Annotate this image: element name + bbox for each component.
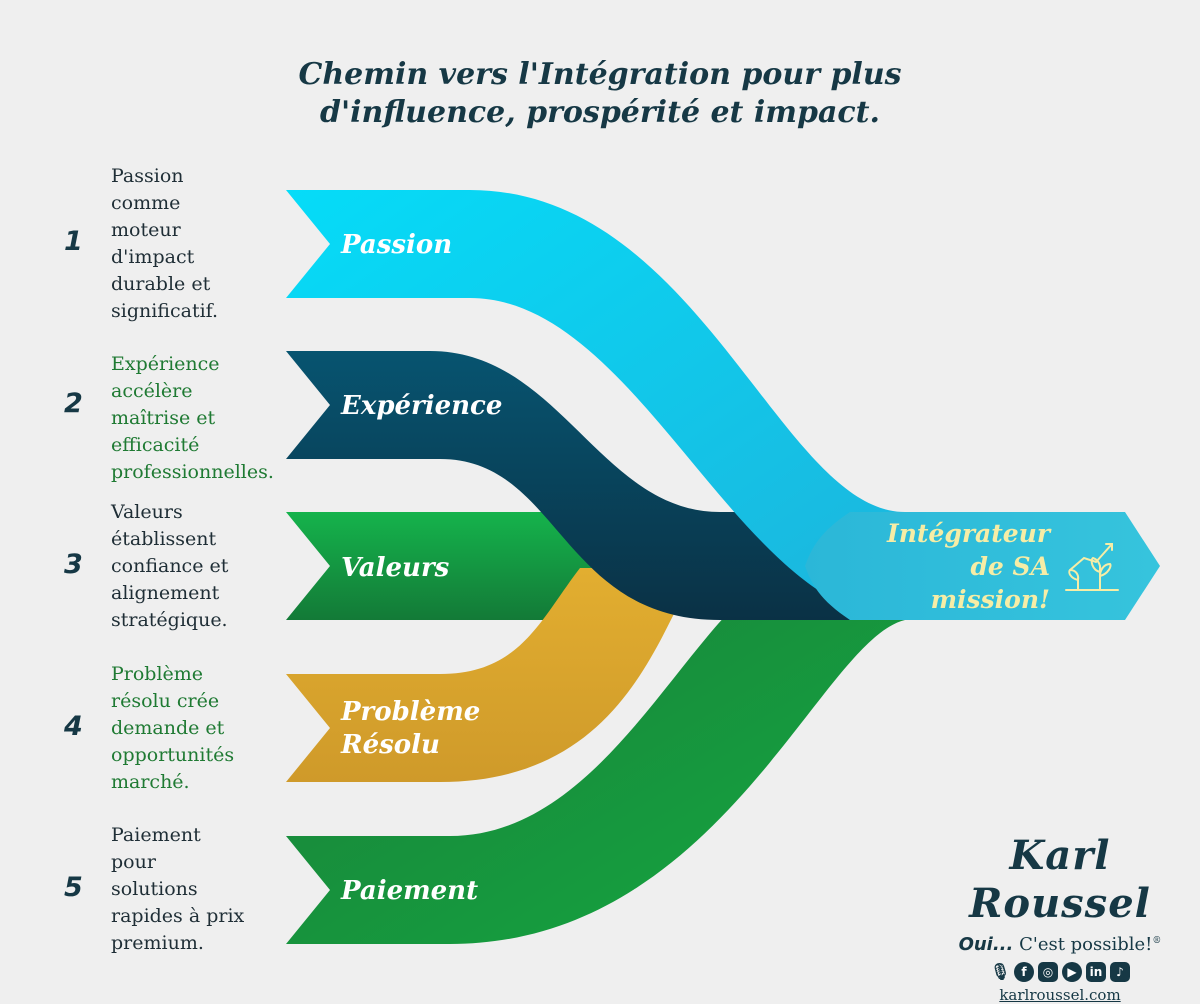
title-line-1: Chemin vers l'Intégration pour plus: [298, 57, 902, 92]
growth-plant-icon: [1065, 543, 1119, 591]
tiktok-icon[interactable]: ♪: [1110, 962, 1130, 982]
experience-band: [286, 351, 860, 620]
brand-logo: Karl Roussel: [969, 832, 1151, 927]
paiement-band: [286, 566, 905, 944]
band-label-valeurs: Valeurs: [341, 553, 450, 583]
passion-band: [286, 190, 905, 620]
goal-label-line3: mission!: [931, 585, 1050, 614]
website-link[interactable]: karlroussel.com: [999, 986, 1121, 1004]
goal-label-line2: de SA: [970, 552, 1050, 581]
band-label-probleme-line1: Problème: [340, 697, 480, 727]
step-number-3: 3: [64, 549, 83, 580]
goal-arrow: [805, 512, 1160, 620]
band-label-passion: Passion: [340, 230, 452, 260]
linkedin-icon[interactable]: in: [1086, 962, 1106, 982]
page-title: Chemin vers l'Intégration pour plus d'in…: [200, 56, 1000, 132]
step-number-4: 4: [64, 711, 83, 742]
band-label-probleme-line2: Résolu: [340, 730, 440, 760]
youtube-icon[interactable]: ▶: [1062, 962, 1082, 982]
title-line-2: d'influence, prospérité et impact.: [320, 95, 880, 130]
goal-label-line1: Intégrateur: [886, 519, 1052, 548]
step-number-2: 2: [64, 388, 83, 419]
flow-diagram: Passion Expérience Valeurs Problème Réso…: [286, 190, 1160, 944]
instagram-icon[interactable]: ◎: [1038, 962, 1058, 982]
brand-tagline: Oui... C'est possible!®: [958, 934, 1162, 955]
step-number-5: 5: [64, 872, 83, 903]
step-number-1: 1: [64, 226, 83, 257]
band-label-paiement: Paiement: [340, 876, 478, 906]
probleme-band: [286, 568, 700, 782]
podcast-icon[interactable]: 🎙: [990, 962, 1011, 981]
social-icons: 🎙 f ◎ ▶ in ♪: [930, 962, 1190, 982]
band-label-experience: Expérience: [340, 391, 502, 421]
facebook-icon[interactable]: f: [1014, 962, 1034, 982]
brand-block: Karl Roussel Oui... C'est possible!® 🎙 f…: [930, 832, 1190, 1004]
